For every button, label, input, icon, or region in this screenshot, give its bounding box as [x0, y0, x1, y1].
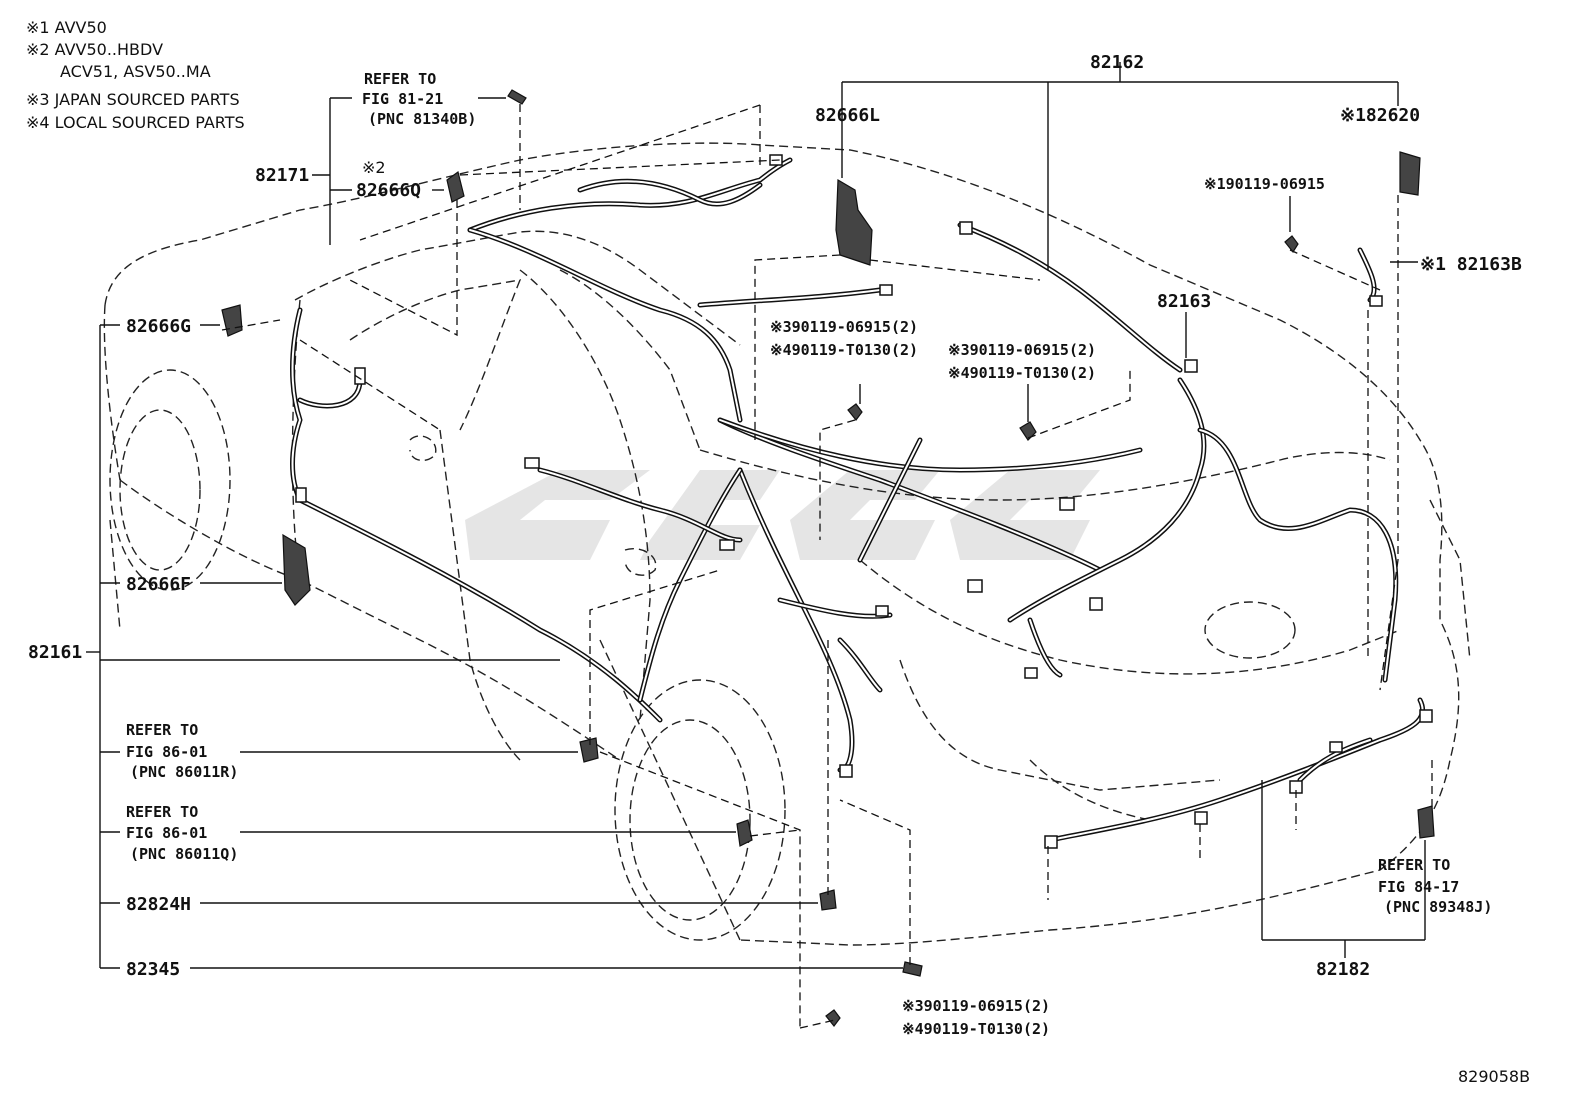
drawing-id: 829058B [1458, 1067, 1530, 1086]
refer-to-label: REFER TO [1378, 856, 1450, 874]
watermark-logo [465, 470, 1100, 560]
refer-pnc-label: (PNC 86011Q) [130, 845, 238, 863]
label-bolt-a1: ※390119-06915(2) [770, 318, 918, 336]
label-82162: 82162 [1090, 52, 1144, 73]
note-3: ※3 JAPAN SOURCED PARTS [26, 90, 240, 109]
refer-fig-label: FIG 86-01 [126, 824, 207, 842]
label-82824h: 82824H [126, 894, 191, 915]
label-82182: 82182 [1316, 959, 1370, 980]
refer-pnc-label: (PNC 81340B) [368, 110, 476, 128]
label-bolt-c1: ※390119-06915(2) [902, 997, 1050, 1015]
dashed-leaders [221, 104, 1433, 1029]
refer-to-label: REFER TO [126, 803, 198, 821]
harness-wires [290, 157, 1425, 843]
label-82163b: ※1 82163B [1420, 254, 1522, 275]
refer-to-label: REFER TO [126, 721, 198, 739]
label-82171: 82171 [255, 165, 309, 186]
note-4: ※4 LOCAL SOURCED PARTS [26, 113, 245, 132]
refer-fig-label: FIG 81-21 [362, 90, 443, 108]
refer-fig-label: FIG 86-01 [126, 743, 207, 761]
note-2-cont: ACV51, ASV50..MA [60, 62, 211, 81]
label-bolt-b1: ※390119-06915(2) [948, 341, 1096, 359]
note-2: ※2 AVV50..HBDV [26, 40, 163, 59]
refer-pnc-label: (PNC 89348J) [1384, 898, 1492, 916]
label-82163: 82163 [1157, 291, 1211, 312]
leader-lines [86, 62, 1426, 969]
refer-pnc-label: (PNC 86011R) [130, 763, 238, 781]
label-bolt-a2: ※490119-T0130(2) [770, 341, 918, 359]
notes-legend: ※1 AVV50 ※2 AVV50..HBDV ACV51, ASV50..MA… [26, 18, 245, 132]
label-82666q: 82666Q [356, 180, 421, 201]
refer-86-01-q: REFER TO FIG 86-01 (PNC 86011Q) [126, 803, 238, 863]
label-82620: ※182620 [1340, 105, 1420, 126]
part-labels: 82171 ※2 82666Q 82162 82666L ※182620 ※19… [28, 52, 1522, 1038]
label-82345: 82345 [126, 959, 180, 980]
refer-84-17: REFER TO FIG 84-17 (PNC 89348J) [1378, 856, 1492, 916]
refer-to-label: REFER TO [364, 70, 436, 88]
parts-drawn [221, 89, 1435, 1027]
label-bolt-top: ※190119-06915 [1204, 175, 1325, 193]
refer-81-21: REFER TO FIG 81-21 (PNC 81340B) [362, 70, 476, 128]
refer-fig-label: FIG 84-17 [1378, 878, 1459, 896]
label-82666f: 82666F [126, 574, 191, 595]
note-1: ※1 AVV50 [26, 18, 107, 37]
label-bolt-b2: ※490119-T0130(2) [948, 364, 1096, 382]
label-82666q-note: ※2 [362, 158, 386, 177]
label-82161: 82161 [28, 642, 82, 663]
label-82666g: 82666G [126, 316, 191, 337]
label-bolt-c2: ※490119-T0130(2) [902, 1020, 1050, 1038]
car-body-outline [103, 142, 1471, 946]
refer-86-01-r: REFER TO FIG 86-01 (PNC 86011R) [126, 721, 238, 781]
label-82666l: 82666L [815, 105, 880, 126]
